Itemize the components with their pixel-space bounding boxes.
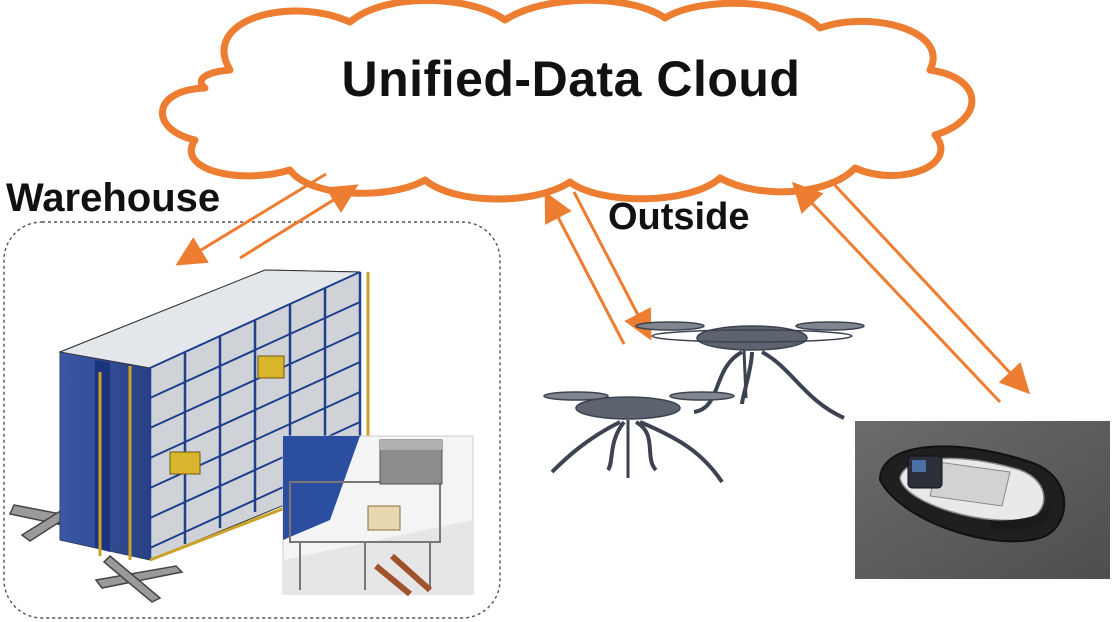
hovercraft-robot-icon xyxy=(855,421,1110,579)
warehouse-label: Warehouse xyxy=(6,176,221,220)
arrow-cloud-to-hovercraft xyxy=(828,178,1031,395)
arrow-warehouse-to-cloud xyxy=(239,184,359,260)
drone-icon xyxy=(543,321,865,484)
cloud-title: Unified-Data Cloud xyxy=(341,51,801,107)
arrow-cloud-to-warehouse xyxy=(175,172,327,266)
warehouse-boundary xyxy=(3,221,501,619)
data-flow-arrows xyxy=(175,172,1031,404)
outside-label: Outside xyxy=(608,196,750,238)
arrow-cloud-to-drone xyxy=(572,191,652,341)
arrow-drone-to-cloud xyxy=(544,191,626,345)
arrow-hovercraft-to-cloud xyxy=(791,181,1002,404)
conveyor-station-icon xyxy=(282,435,474,597)
cloud-icon xyxy=(159,0,976,203)
